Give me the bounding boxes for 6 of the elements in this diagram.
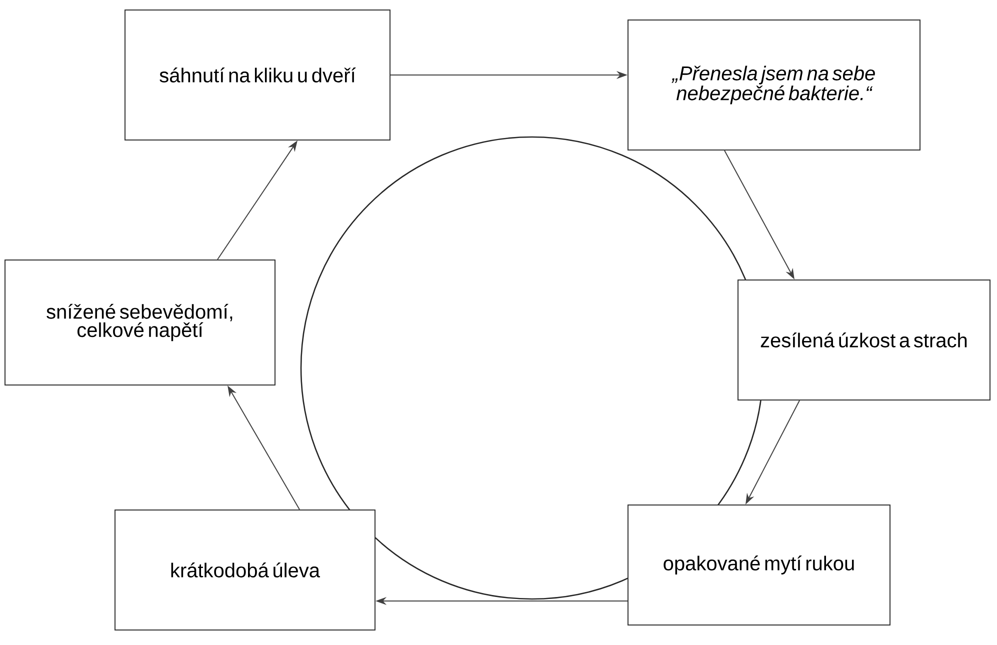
process-box: krátkodobá úleva — [114, 510, 376, 630]
process-box: opakované mytí rukou — [628, 504, 890, 626]
process-box: snížené sebevědomí, celkové napětí — [4, 260, 276, 386]
process-box: sáhnutí na kliku u dveří — [124, 10, 390, 140]
process-box: „Přenesla jsem na sebe nebezpečné bakterie.“ — [628, 20, 920, 150]
process-box: zesílená úzkost a strach — [738, 280, 990, 400]
